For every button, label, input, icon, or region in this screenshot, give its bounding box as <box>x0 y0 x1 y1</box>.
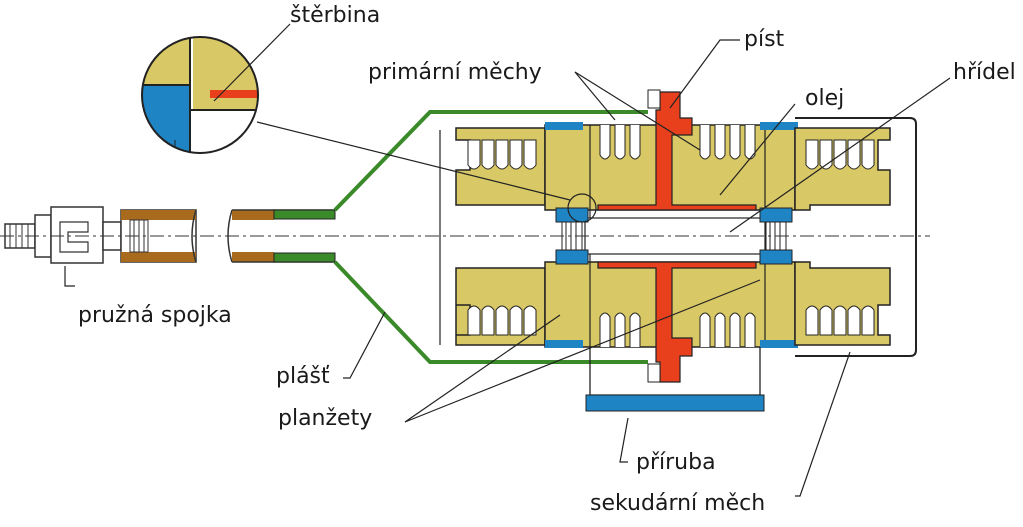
pipe <box>120 209 336 263</box>
zoom-detail <box>141 36 597 223</box>
label-sterbina: štěrbina <box>290 3 381 28</box>
flange <box>585 347 765 412</box>
left-bellows <box>455 127 546 346</box>
label-planzety: planžety <box>278 406 373 431</box>
flexible-coupling <box>4 206 122 264</box>
label-hridel: hřídel <box>953 60 1016 85</box>
label-priruba: příruba <box>636 450 716 475</box>
leader-lines <box>64 23 951 497</box>
shell <box>333 110 648 364</box>
label-plast: plášť <box>276 364 330 389</box>
label-pist: píst <box>744 27 785 52</box>
gaskets <box>545 122 798 348</box>
label-pruzna-spojka: pružná spojka <box>78 303 232 328</box>
label-primarni-mechy: primární měchy <box>368 60 542 85</box>
label-sekundarni-mech: sekudární měch <box>590 491 766 516</box>
label-olej: olej <box>805 86 845 111</box>
secondary-bellows <box>794 117 917 357</box>
piston <box>597 89 757 383</box>
